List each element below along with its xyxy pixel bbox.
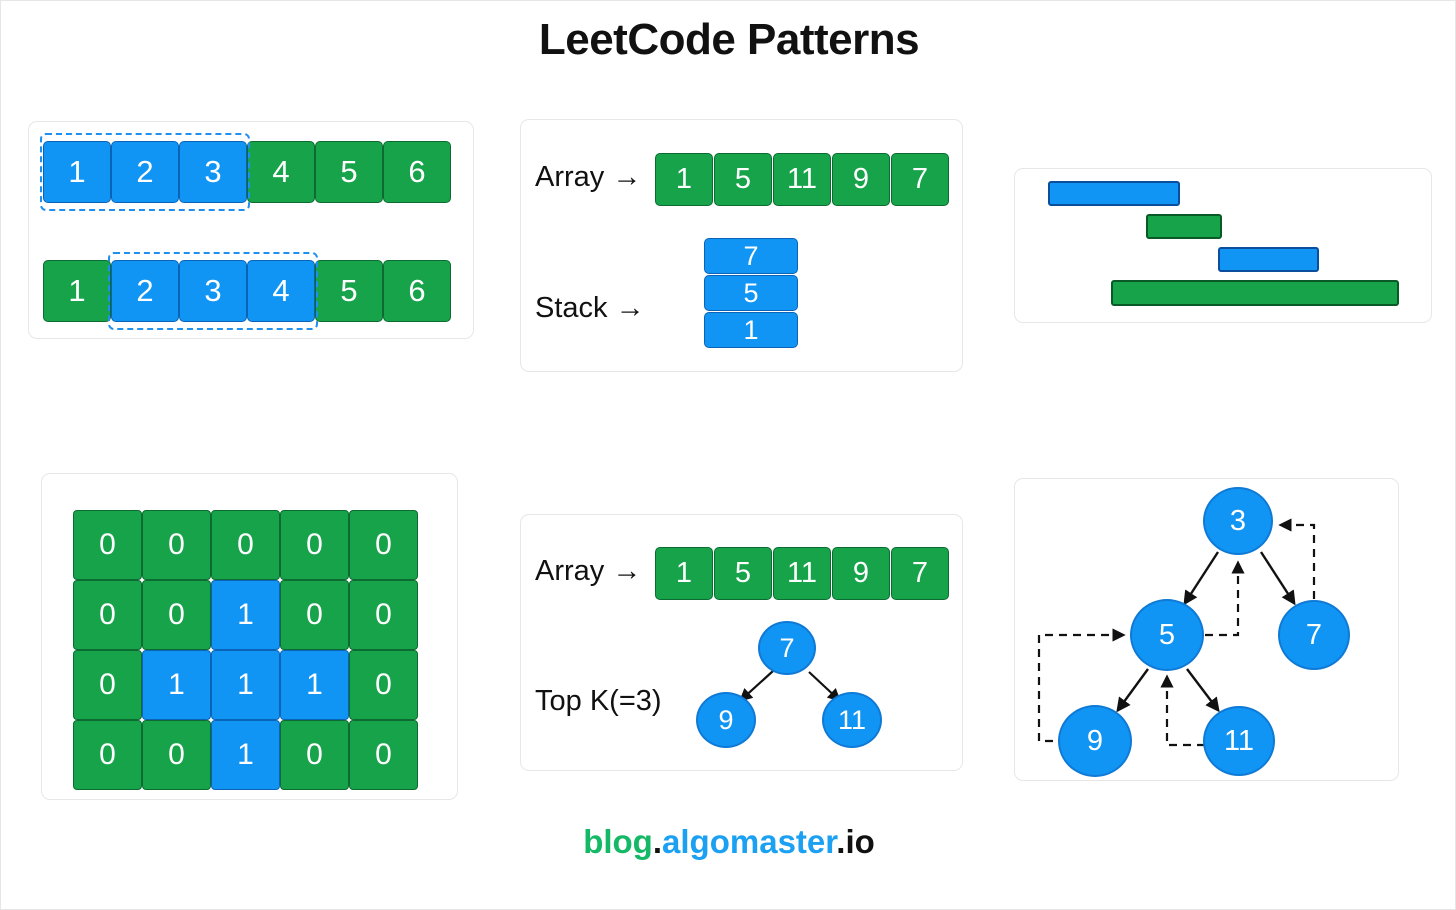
topk-array-4: 7 bbox=[891, 547, 949, 600]
sw-r0-c1: 2 bbox=[111, 141, 179, 203]
panel-matrix: 0 0 0 0 0 0 0 1 0 0 0 1 1 1 0 0 0 1 0 0 bbox=[41, 473, 458, 800]
mx-r1-c4: 0 bbox=[349, 580, 418, 650]
topk-array-2: 11 bbox=[773, 547, 831, 600]
ms-array-0: 1 bbox=[655, 153, 713, 206]
return-7-to-3 bbox=[1278, 518, 1316, 599]
stack-label: Stack → bbox=[535, 292, 645, 324]
mx-r0-c2: 0 bbox=[211, 510, 280, 580]
tree-node-3: 3 bbox=[1203, 487, 1273, 555]
edge-5-to-11 bbox=[1186, 668, 1220, 713]
mx-r1-c1: 0 bbox=[142, 580, 211, 650]
brand-dot-1: . bbox=[652, 823, 663, 860]
sw-r1-c5: 6 bbox=[383, 260, 451, 322]
panel-tree-dfs: 3 5 7 9 11 bbox=[1014, 478, 1399, 781]
sw-r0-c2: 3 bbox=[179, 141, 247, 203]
ms-stack-top: 7 bbox=[704, 238, 798, 274]
sw-r0-c0: 1 bbox=[43, 141, 111, 203]
edge-5-to-9 bbox=[1116, 668, 1149, 713]
brand-io: io bbox=[845, 823, 875, 860]
tree-node-11: 11 bbox=[1203, 706, 1275, 776]
edge-3-to-7 bbox=[1259, 551, 1296, 606]
mx-r3-c4: 0 bbox=[349, 720, 418, 790]
mx-r2-c0: 0 bbox=[73, 650, 142, 720]
ms-array-1: 5 bbox=[714, 153, 772, 206]
panel-monotonic-stack: Array → 1 5 11 9 7 Stack → 7 5 1 bbox=[520, 119, 963, 372]
mx-r2-c2: 1 bbox=[211, 650, 280, 720]
topk-array-3: 9 bbox=[832, 547, 890, 600]
sw-r1-c3: 4 bbox=[247, 260, 315, 322]
ms-array-4: 7 bbox=[891, 153, 949, 206]
sliding-window-box-row1 bbox=[108, 252, 318, 330]
sliding-window-box-row0 bbox=[40, 133, 250, 211]
mx-r2-c4: 0 bbox=[349, 650, 418, 720]
mx-r2-c1: 1 bbox=[142, 650, 211, 720]
brand-algomaster: algomaster bbox=[662, 823, 837, 860]
tree-node-9: 9 bbox=[1058, 705, 1132, 777]
mx-r3-c2: 1 bbox=[211, 720, 280, 790]
mx-r1-c2: 1 bbox=[211, 580, 280, 650]
mx-r0-c3: 0 bbox=[280, 510, 349, 580]
return-5-to-3 bbox=[1205, 560, 1245, 637]
ms-stack-bottom: 1 bbox=[704, 312, 798, 348]
interval-bar-1 bbox=[1048, 181, 1180, 206]
mx-r2-c3: 1 bbox=[280, 650, 349, 720]
topk-array-label: Array → bbox=[535, 555, 642, 587]
interval-bar-2 bbox=[1146, 214, 1222, 239]
heap-node-root: 7 bbox=[758, 621, 816, 675]
ms-array-2: 11 bbox=[773, 153, 831, 206]
mx-r0-c0: 0 bbox=[73, 510, 142, 580]
brand-blog: blog bbox=[583, 823, 653, 860]
topk-label: Top K(=3) bbox=[535, 685, 662, 717]
sw-r1-c0: 1 bbox=[43, 260, 111, 322]
sw-r1-c4: 5 bbox=[315, 260, 383, 322]
brand-dot-2: . bbox=[836, 823, 846, 860]
ms-array-3: 9 bbox=[832, 153, 890, 206]
ms-stack-mid: 5 bbox=[704, 275, 798, 311]
edge-3-to-5 bbox=[1183, 551, 1220, 606]
interval-bar-3 bbox=[1218, 247, 1319, 272]
panel-top-k: Array → 1 5 11 9 7 Top K(=3) 7 9 11 bbox=[520, 514, 963, 771]
return-11-to-5 bbox=[1160, 674, 1205, 747]
tree-node-7: 7 bbox=[1278, 600, 1350, 670]
mx-r0-c4: 0 bbox=[349, 510, 418, 580]
sw-r1-c1: 2 bbox=[111, 260, 179, 322]
panel-intervals bbox=[1014, 168, 1432, 323]
mx-r3-c3: 0 bbox=[280, 720, 349, 790]
sw-r0-c3: 4 bbox=[247, 141, 315, 203]
panel-sliding-window: 1 2 3 4 5 6 1 2 3 4 5 6 bbox=[28, 121, 474, 339]
array-label: Array → bbox=[535, 161, 642, 193]
mx-r3-c0: 0 bbox=[73, 720, 142, 790]
footer-brand: blog.algomaster.io bbox=[1, 823, 1455, 861]
mx-r0-c1: 0 bbox=[142, 510, 211, 580]
page-title: LeetCode Patterns bbox=[538, 15, 920, 64]
tree-node-5: 5 bbox=[1130, 599, 1204, 671]
mx-r1-c0: 0 bbox=[73, 580, 142, 650]
topk-array-0: 1 bbox=[655, 547, 713, 600]
sw-r0-c4: 5 bbox=[315, 141, 383, 203]
mx-r1-c3: 0 bbox=[280, 580, 349, 650]
heap-node-right: 11 bbox=[822, 692, 882, 748]
interval-bar-4 bbox=[1111, 280, 1399, 306]
sw-r1-c2: 3 bbox=[179, 260, 247, 322]
heap-node-left: 9 bbox=[696, 692, 756, 748]
mx-r3-c1: 0 bbox=[142, 720, 211, 790]
topk-array-1: 5 bbox=[714, 547, 772, 600]
sw-r0-c5: 6 bbox=[383, 141, 451, 203]
